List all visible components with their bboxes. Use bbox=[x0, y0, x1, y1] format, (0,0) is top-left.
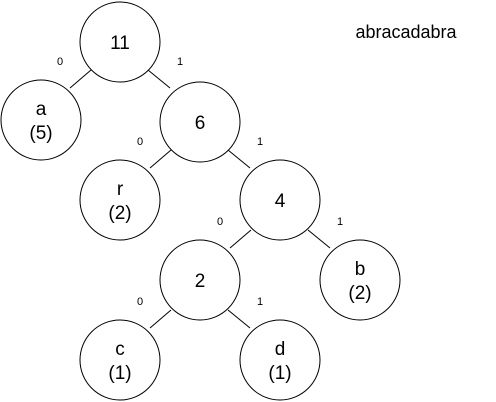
edge-labels: 0 1 0 1 0 1 0 1 bbox=[57, 56, 343, 308]
edge-label-4-b: 1 bbox=[337, 216, 343, 228]
diagram-title: abracadabra bbox=[355, 22, 457, 42]
edge-label-6-r: 0 bbox=[137, 136, 143, 148]
edge-label-root-6: 1 bbox=[177, 56, 183, 68]
edge-label-6-4: 1 bbox=[257, 136, 263, 148]
node-count: (5) bbox=[29, 123, 52, 144]
edge-label-2-c: 0 bbox=[137, 296, 143, 308]
node-label: 4 bbox=[275, 191, 286, 212]
tree-node-2: 2 bbox=[159, 239, 241, 321]
edge-6-4 bbox=[227, 149, 251, 169]
node-symbol: d bbox=[275, 339, 286, 360]
node-circle bbox=[159, 239, 241, 321]
node-label: 2 bbox=[195, 271, 206, 292]
node-symbol: r bbox=[117, 179, 124, 200]
edge-4-b bbox=[307, 229, 331, 249]
tree-node-c: c (1) bbox=[79, 319, 161, 401]
edge-label-4-2: 0 bbox=[217, 216, 223, 228]
tree-node-a: a (5) bbox=[0, 79, 82, 161]
node-circle bbox=[319, 239, 401, 321]
edge-root-a bbox=[69, 69, 92, 89]
node-circle bbox=[79, 159, 161, 241]
edge-6-r bbox=[149, 149, 172, 169]
edge-label-root-a: 0 bbox=[57, 56, 63, 68]
edge-root-6 bbox=[147, 69, 171, 89]
tree-node-6: 6 bbox=[159, 81, 241, 163]
node-circle bbox=[239, 159, 321, 241]
edge-4-2 bbox=[229, 229, 252, 249]
edge-label-2-d: 1 bbox=[257, 296, 263, 308]
node-count: (1) bbox=[268, 363, 291, 384]
node-label: 11 bbox=[110, 33, 130, 54]
node-symbol: c bbox=[115, 339, 125, 360]
node-circle bbox=[159, 81, 241, 163]
node-count: (2) bbox=[108, 203, 131, 224]
node-label: 6 bbox=[195, 113, 206, 134]
node-symbol: b bbox=[355, 259, 366, 280]
tree-node-4: 4 bbox=[239, 159, 321, 241]
tree-node-root: 11 bbox=[79, 1, 161, 83]
node-circle bbox=[0, 79, 82, 161]
node-count: (2) bbox=[348, 283, 371, 304]
tree-node-d: d (1) bbox=[239, 319, 321, 401]
node-count: (1) bbox=[108, 363, 131, 384]
edges bbox=[69, 69, 331, 329]
edge-2-d bbox=[227, 309, 251, 329]
node-circle bbox=[79, 1, 161, 83]
edge-2-c bbox=[149, 309, 172, 329]
tree-node-r: r (2) bbox=[79, 159, 161, 241]
node-circle bbox=[239, 319, 321, 401]
tree-node-b: b (2) bbox=[319, 239, 401, 321]
node-symbol: a bbox=[36, 99, 47, 120]
node-circle bbox=[79, 319, 161, 401]
